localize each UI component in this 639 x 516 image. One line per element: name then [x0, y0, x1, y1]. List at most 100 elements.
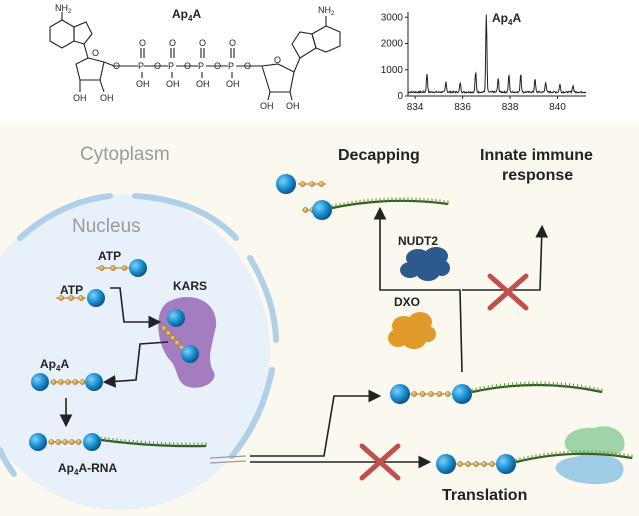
left-ribose-oh-1: OH: [73, 93, 87, 103]
kars-bound-phosphate: [161, 325, 168, 332]
double-o-2: O: [169, 38, 176, 48]
ap4a-phosphate: [65, 379, 71, 385]
immune-label-line1: Innate immune: [480, 147, 593, 164]
atp-to-kars-arrow: [110, 287, 162, 329]
bridge-o-4: O: [214, 61, 221, 71]
spectrum-x-tick-label: 836: [454, 102, 471, 113]
decap-product-adenosine: [276, 174, 296, 194]
exported-adenosine-1: [390, 384, 410, 404]
phosphate-oh-4: OH: [226, 79, 240, 89]
ribosome: [555, 426, 625, 485]
translation-phosphate: [481, 461, 487, 467]
ap4a-rna-adenosine-1: [29, 433, 47, 451]
immune-label-line2: response: [502, 167, 573, 184]
atp2-adenosine: [87, 289, 105, 307]
decap-product-phosphate: [318, 181, 325, 187]
structure-labels: NH2 NH2 P P P P O O O O O O O O O OH OH …: [55, 3, 335, 111]
export-arrow: [250, 389, 382, 457]
nucleus-molecules: [29, 259, 207, 451]
kars-bound-phosphate: [170, 335, 176, 341]
decap-product-phosphate: [309, 181, 315, 187]
exported-phosphate: [444, 391, 451, 397]
spectrum-trace: [407, 14, 587, 95]
atp1-phosphate: [98, 265, 105, 271]
phosphate-3: P: [198, 61, 204, 71]
nudt2-label: NUDT2: [398, 234, 438, 248]
left-amine-label: NH2: [55, 3, 72, 15]
spectrum-x-ticks: 834 836 838 840: [407, 96, 566, 113]
cytoplasm-label: Cytoplasm: [80, 144, 170, 165]
ap4a-phosphate: [72, 379, 79, 385]
bridge-o-2: O: [154, 61, 161, 71]
right-ring-o: O: [274, 55, 281, 65]
atp2-phosphate: [58, 295, 64, 301]
decap-rna-phosphate: [302, 207, 309, 213]
nucleus: [0, 194, 270, 510]
cytoplasm-molecules: [276, 174, 633, 474]
spectrum-y-tick-label: 3000: [381, 12, 404, 23]
atp1-phosphate: [121, 265, 128, 271]
structure-title: Ap4A: [172, 7, 201, 23]
phosphate-oh-1: OH: [136, 79, 150, 89]
translation-phosphate: [489, 461, 495, 467]
spectrum-y-ticks: 3000 2000 1000 0: [381, 12, 408, 102]
spectrum-x-tick-label: 834: [407, 102, 424, 113]
phosphate-4: P: [228, 61, 234, 71]
kars-bound-phosphate: [174, 339, 181, 346]
cytoplasm-arrows: [250, 206, 549, 469]
decap-product-phosphate: [299, 181, 306, 187]
bridge-o-1: O: [113, 61, 120, 71]
spectrum-y-tick-label: 2000: [381, 39, 404, 50]
translation-label: Translation: [442, 487, 527, 504]
ap4a-rna-phosphate: [48, 439, 55, 445]
exported-phosphate: [436, 391, 443, 397]
phosphate-1: P: [138, 61, 144, 71]
spectrum-y-tick-label: 1000: [381, 65, 404, 76]
ap4a-phosphate: [79, 379, 86, 385]
ap4a-phosphate: [57, 379, 64, 385]
ap4a-rna-phosphate: [75, 439, 82, 445]
bridge-o-5: O: [244, 61, 251, 71]
dxo-label: DXO: [394, 295, 420, 309]
spectrum-y-tick-label: 0: [397, 91, 403, 102]
ap4a-rna-phosphate: [62, 439, 68, 445]
translation-phosphate: [465, 461, 471, 467]
atp1-adenosine: [129, 259, 147, 277]
phosphate-2: P: [168, 61, 174, 71]
ap4a-rna-label: Ap4A-RNA: [58, 461, 117, 477]
mass-spectrum: 3000 2000 1000 0 834 836 838 840 Ap4A: [381, 11, 587, 113]
right-ribose-oh-1: OH: [260, 101, 274, 111]
ap4a-rna-phosphate: [55, 439, 62, 445]
kars-to-ap4a-arrow: [102, 341, 169, 388]
decap-rna-adenosine: [312, 200, 332, 220]
ap4a-adenosine-1: [31, 373, 49, 391]
block-cross-translation: [359, 443, 401, 481]
block-cross-immune: [487, 273, 529, 311]
ap4a-structure: [49, 12, 341, 101]
nucleus-label: Nucleus: [72, 216, 141, 237]
atp1-phosphate: [110, 265, 116, 271]
spectrum-x-tick-label: 840: [549, 102, 566, 113]
atp-label-2: ATP: [60, 283, 83, 297]
dxo-enzyme: [388, 312, 436, 349]
kars-bound-adenosine-2: [181, 345, 199, 363]
kars-label: KARS: [173, 279, 207, 293]
export-lines: [209, 455, 247, 464]
exported-phosphate: [428, 391, 434, 397]
translation-adenosine-1: [436, 454, 456, 474]
spectrum-x-tick-label: 838: [502, 102, 519, 113]
ap4a-phosphate: [50, 379, 57, 385]
translation-adenosine-2: [496, 454, 516, 474]
nucleus-arrows: [59, 287, 169, 428]
phosphate-oh-3: OH: [196, 79, 210, 89]
right-amine-label: NH2: [318, 5, 335, 17]
right-ribose-oh-2: OH: [286, 101, 300, 111]
left-ring-o: O: [92, 48, 99, 58]
spectrum-label: Ap4A: [492, 11, 521, 27]
atp2-phosphate: [78, 295, 84, 301]
decapping-label: Decapping: [338, 147, 420, 164]
double-o-4: O: [229, 38, 236, 48]
ap4a-rna-phosphate: [68, 439, 75, 445]
phosphate-oh-2: OH: [166, 79, 180, 89]
